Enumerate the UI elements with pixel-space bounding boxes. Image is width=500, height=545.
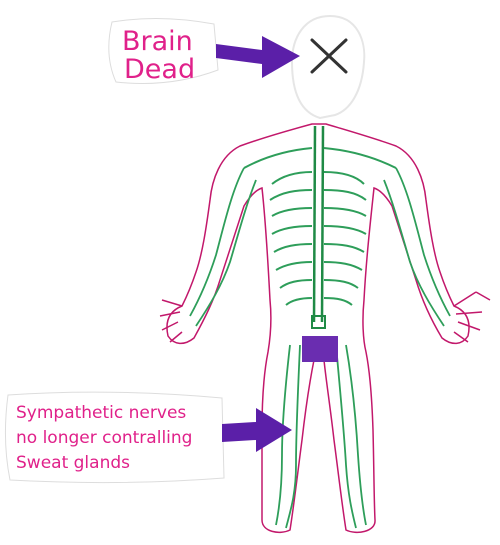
rib-nerve-left bbox=[285, 297, 313, 306]
brain-label-line2: Dead bbox=[124, 54, 195, 85]
rib-nerve-right bbox=[323, 279, 359, 289]
limb-nerves bbox=[189, 167, 451, 529]
rib-nerve-right bbox=[323, 189, 367, 201]
rib-nerve-left bbox=[273, 243, 313, 253]
rib-nerve-left bbox=[271, 207, 313, 217]
rib-nerve-left bbox=[271, 171, 313, 185]
rib-nerve-left bbox=[279, 279, 313, 289]
nerves-label-line1: Sympathetic nerves bbox=[16, 403, 186, 423]
spinal-cord bbox=[311, 125, 326, 329]
rib-nerve-right bbox=[323, 297, 353, 306]
rib-nerves bbox=[243, 147, 397, 306]
left-leg-nerve bbox=[275, 344, 291, 526]
brain-arrow-icon bbox=[216, 36, 300, 78]
right-arm-nerve bbox=[383, 179, 445, 327]
brain-label-cutout bbox=[108, 17, 219, 84]
rib-nerve-left bbox=[275, 261, 313, 271]
nerves-arrow-icon bbox=[222, 408, 292, 452]
rib-nerve-right bbox=[323, 207, 367, 217]
rib-nerve-right bbox=[323, 147, 397, 169]
rib-nerve-right bbox=[323, 261, 363, 271]
cross-mark-icon bbox=[310, 38, 348, 74]
spinal-cord-line-left bbox=[312, 125, 317, 323]
left-leg-nerve bbox=[285, 344, 301, 529]
rib-nerve-left bbox=[271, 225, 313, 235]
rib-nerve-left bbox=[269, 189, 313, 201]
rib-nerve-right bbox=[323, 243, 365, 253]
brain-label-line1: Brain bbox=[122, 26, 193, 57]
nerves-label-cutout bbox=[4, 391, 225, 484]
left-hand bbox=[159, 299, 183, 343]
left-arm-nerve bbox=[195, 179, 257, 327]
rib-nerve-right bbox=[323, 171, 365, 185]
nerves-label-line3: Sweat glands bbox=[16, 453, 130, 473]
right-leg-nerve bbox=[345, 344, 367, 526]
right-hand bbox=[453, 291, 491, 343]
rib-nerve-right bbox=[323, 225, 367, 235]
right-arm-nerve bbox=[395, 167, 451, 317]
left-arm-nerve bbox=[189, 167, 245, 317]
head bbox=[290, 14, 366, 120]
spinal-cord-end bbox=[311, 315, 326, 329]
nerves-label-line2: no longer contralling bbox=[16, 428, 192, 448]
spinal-cord-line-right bbox=[320, 125, 325, 323]
rib-nerve-left bbox=[243, 147, 313, 169]
sweat-gland-block bbox=[302, 336, 338, 362]
right-leg-nerve bbox=[335, 344, 357, 529]
